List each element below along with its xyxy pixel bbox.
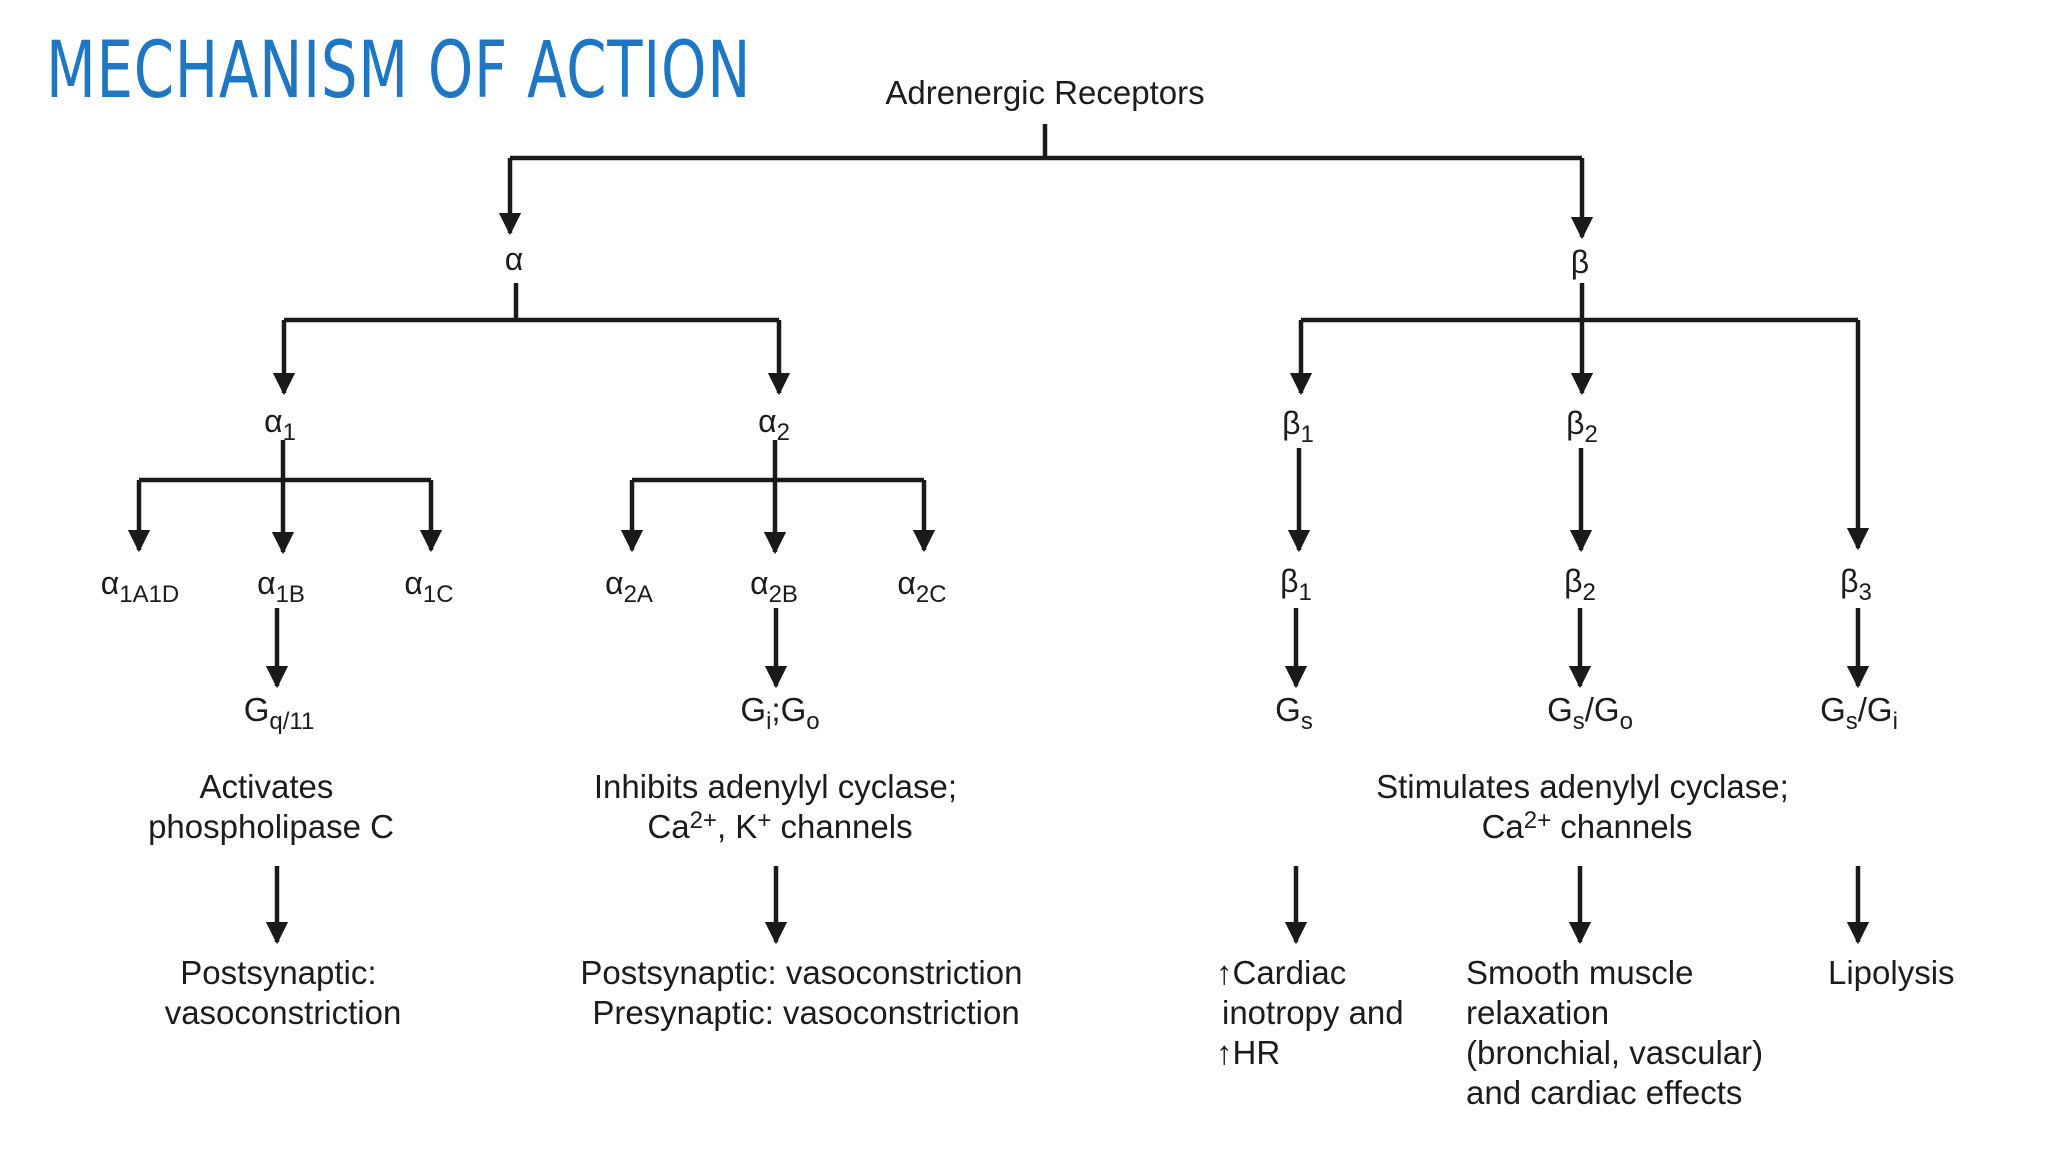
gq11-protein: Gq/11: [244, 691, 315, 735]
beta3-subtype-node: β3: [1840, 563, 1872, 606]
alpha2b-node: α2B: [750, 565, 798, 608]
alpha2-node: α2: [758, 403, 790, 446]
alpha1-outcome: Postsynaptic: vasoconstriction: [165, 954, 402, 1031]
alpha1-node: α1: [264, 403, 296, 446]
alpha-node: α: [505, 241, 524, 277]
gs-gi-protein: Gs/Gi: [1820, 691, 1898, 735]
beta1-outcome: ↑Cardiac inotropy and ↑HR: [1216, 954, 1413, 1071]
alpha2-effect: Inhibits adenylyl cyclase; Ca2+, K+ chan…: [594, 768, 966, 845]
alpha1b-node: α1B: [257, 565, 305, 608]
root-node-label: Adrenergic Receptors: [885, 74, 1204, 111]
alpha1a1d-node: α1A1D: [101, 565, 180, 608]
alpha2a-node: α2A: [605, 565, 653, 608]
slide-title: MECHANISM OF ACTION: [46, 26, 752, 116]
beta2-node: β2: [1566, 405, 1598, 448]
gi-go-protein: Gi;Go: [740, 691, 819, 735]
alpha1-effect: Activates phospholipase C: [148, 768, 394, 845]
alpha1c-node: α1C: [404, 565, 453, 608]
beta3-outcome: Lipolysis: [1828, 954, 1955, 991]
alpha2c-node: α2C: [897, 565, 946, 608]
beta1-subtype-node: β1: [1280, 563, 1312, 606]
beta1-node: β1: [1282, 405, 1314, 448]
beta-node: β: [1571, 244, 1589, 280]
gs-go-protein: Gs/Go: [1547, 691, 1633, 735]
connector-lines: [127, 124, 1870, 945]
beta2-subtype-node: β2: [1564, 563, 1596, 606]
alpha2-outcome: Postsynaptic: vasoconstriction Presynapt…: [580, 954, 1031, 1031]
beta2-outcome: Smooth muscle relaxation (bronchial, vas…: [1466, 954, 1772, 1111]
beta-effect: Stimulates adenylyl cyclase; Ca2+ channe…: [1376, 768, 1798, 845]
gs-protein: Gs: [1275, 691, 1313, 735]
